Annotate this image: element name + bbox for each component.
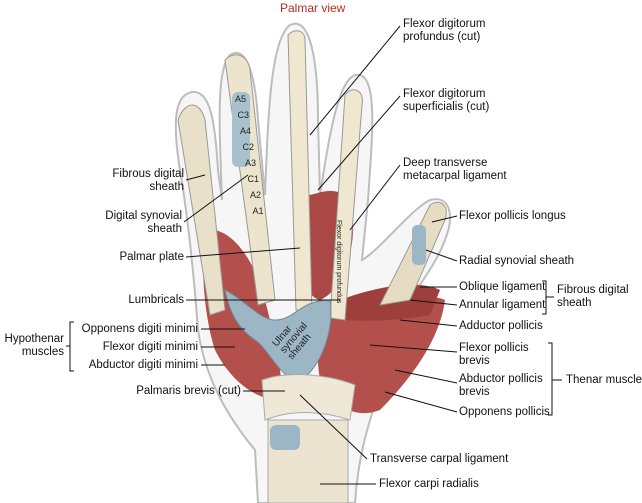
label-oblique-ligament: Oblique ligament	[459, 281, 546, 293]
middle-finger-tendon	[287, 30, 313, 311]
radial-synovial-sheath	[412, 225, 426, 265]
pulley-sheath	[232, 92, 250, 167]
fdp-tendon-label: Flexor digitorum profundus	[335, 220, 342, 304]
pulley-label: C2	[243, 142, 255, 152]
pulley-label: C3	[238, 110, 250, 120]
pulley-label: A5	[235, 94, 246, 104]
pulley-label: A2	[250, 190, 261, 200]
label-adm: Abductor digiti minimi	[88, 359, 198, 371]
label-radial-sheath: Radial synovial sheath	[459, 255, 575, 267]
label-odm: Opponens digiti minimi	[81, 323, 198, 335]
transverse-carpal-ligament	[261, 374, 356, 421]
ulnar-synovial-sheath	[224, 289, 332, 381]
pulley-label: A3	[245, 158, 256, 168]
label-adductor-pollicis: Adductor pollicis	[459, 320, 543, 332]
wrist-sheath	[270, 425, 300, 450]
label-opponens-pollicis: Opponens pollicis	[459, 406, 550, 418]
label-fpl: Flexor pollicis longus	[459, 210, 566, 222]
label-transverse-carpal-ligament: Transverse carpal ligament	[370, 453, 509, 465]
label-fcr: Flexor carpi radialis	[379, 478, 479, 490]
label-fdm: Flexor digiti minimi	[102, 341, 198, 353]
pulley-label: A4	[240, 126, 251, 136]
label-lumbricals: Lumbricals	[128, 294, 184, 306]
label-palmar-plate: Palmar plate	[119, 251, 184, 263]
label-annular-ligament: Annular ligament	[459, 299, 546, 311]
figure-title: Palmar view	[280, 1, 346, 15]
index-finger-tendon	[329, 89, 363, 321]
label-thenar-muscles: Thenar muscles	[566, 374, 642, 386]
label-palmaris-brevis: Palmaris brevis (cut)	[136, 385, 241, 397]
pulley-label: A1	[253, 206, 264, 216]
pulley-label: C1	[248, 174, 260, 184]
little-finger-sheath	[177, 104, 226, 316]
leader-lines	[66, 25, 562, 485]
